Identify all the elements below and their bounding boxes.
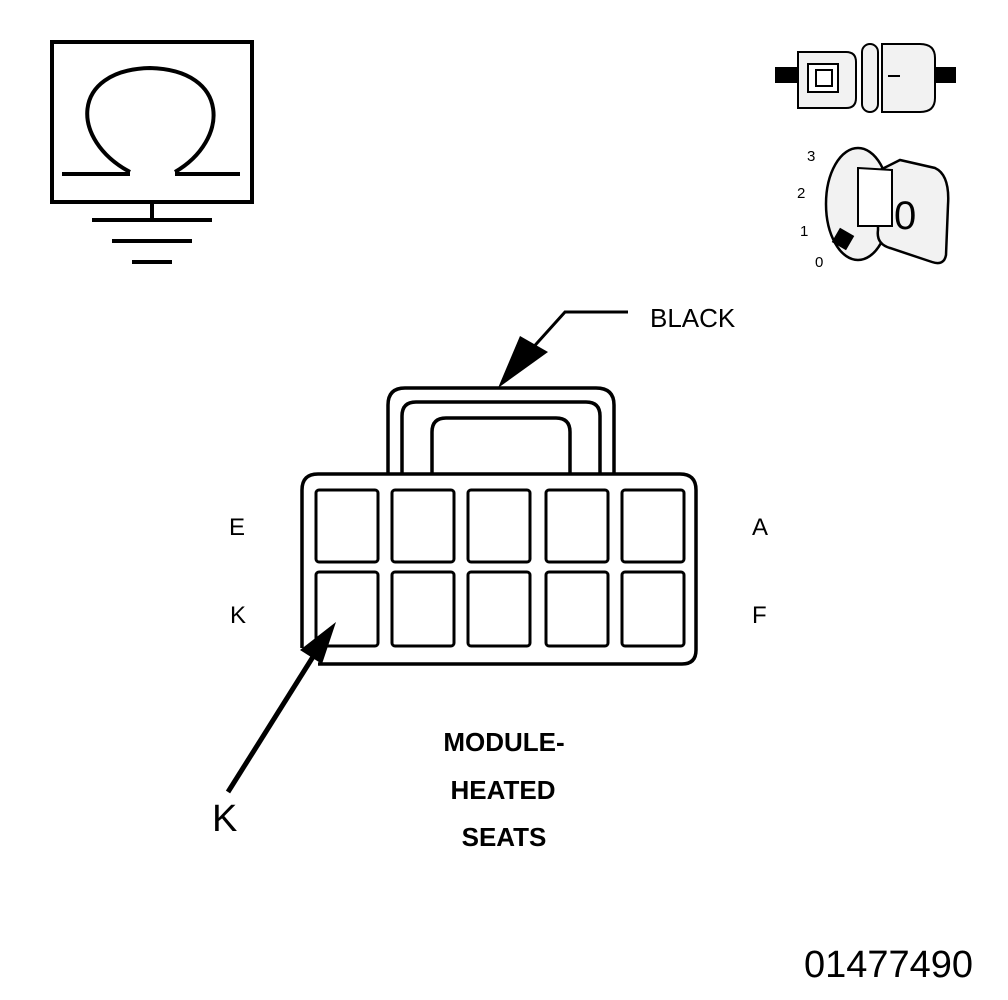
ignition-position-3: 3	[807, 148, 816, 165]
ignition-position-0: 0	[815, 254, 824, 271]
cavity-row-bottom	[314, 570, 686, 648]
cavity-j	[390, 570, 456, 648]
ohmmeter-icon	[50, 40, 254, 264]
component-name-line3: SEATS	[461, 822, 547, 852]
cavity-row-top	[314, 488, 686, 564]
ignition-key-icon	[824, 146, 950, 265]
cavity-g	[544, 570, 610, 648]
ignition-position-2: 2	[797, 185, 806, 202]
connector-color-label: BLACK	[650, 303, 736, 333]
cavity-b	[544, 488, 610, 564]
callout-label-k: K	[212, 798, 238, 840]
cavity-e	[314, 488, 380, 564]
figure-id: 01477490	[804, 944, 974, 986]
component-name-line2: HEATED	[450, 775, 556, 805]
disconnected-connector-icon	[775, 43, 956, 113]
cavity-d	[390, 488, 456, 564]
ignition-position-1: 1	[800, 223, 809, 240]
pin-label-f: F	[752, 602, 767, 629]
key-position-label: 0	[894, 194, 917, 238]
pin-label-e: E	[229, 514, 246, 541]
cavity-h	[466, 570, 532, 648]
cavity-f	[620, 570, 686, 648]
black-leader-arrow	[498, 310, 628, 388]
k-callout-arrow	[225, 622, 336, 794]
pin-label-k: K	[230, 602, 247, 629]
cavity-c	[466, 488, 532, 564]
component-name-line1: MODULE-	[443, 727, 565, 757]
cavity-a	[620, 488, 686, 564]
cavity-k	[314, 570, 380, 648]
pin-label-a: A	[752, 514, 769, 541]
connector-body	[300, 386, 698, 666]
